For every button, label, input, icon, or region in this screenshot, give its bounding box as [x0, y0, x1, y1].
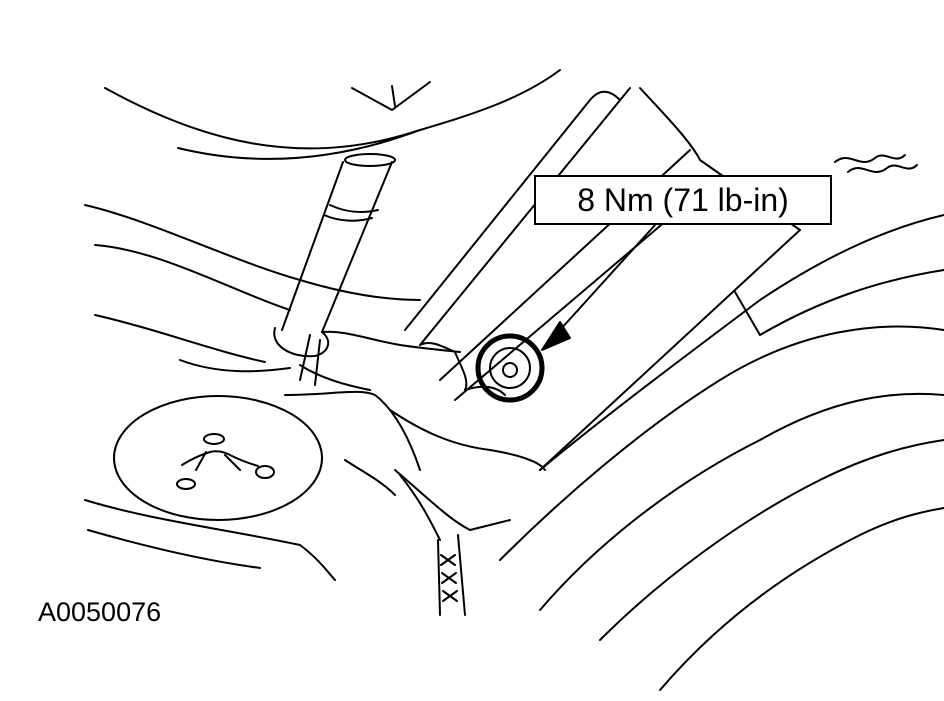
rod-band: [329, 204, 379, 214]
leader-arrowhead: [541, 321, 571, 351]
upper-panel-curve-2: [177, 129, 421, 161]
contour-right-1: [539, 214, 944, 471]
torque-callout: 8 Nm (71 lb-in): [534, 175, 832, 225]
contour-bottom-3: [344, 459, 396, 496]
rod-right-edge: [321, 161, 393, 333]
housing-top-edge: [404, 90, 621, 331]
bracket-edge: [299, 334, 311, 381]
contour-left-3: [94, 314, 266, 363]
contour-right-7: [659, 507, 944, 691]
top-notch: [351, 81, 431, 111]
housing-base: [399, 474, 441, 541]
contour-right-3: [759, 269, 944, 336]
rod-foot: [273, 327, 330, 358]
detail-clip: [181, 450, 259, 471]
figure-id-label: A0050076: [38, 597, 162, 627]
bracket-edge-2: [314, 339, 321, 386]
rod-top-cap: [344, 153, 396, 167]
break-mark: [834, 154, 906, 163]
rod-left-edge: [281, 161, 344, 331]
upper-panel-curve: [104, 69, 561, 150]
bolt-outer-ring: [475, 333, 545, 403]
detail-hole-2: [176, 478, 196, 490]
torque-spec-label: 8 Nm (71 lb-in): [577, 181, 789, 218]
cable-left: [437, 539, 441, 616]
housing-bottom: [389, 409, 546, 471]
contour-right-2: [734, 291, 761, 336]
bracket-body: [284, 390, 421, 471]
contour-right-5: [539, 392, 944, 611]
leader-line: [559, 224, 656, 331]
contour-left-4: [179, 359, 291, 373]
detail-hole-1: [203, 433, 225, 445]
contour-left-2: [94, 244, 291, 311]
cable-hatch: [440, 554, 458, 602]
contour-right-4: [499, 325, 944, 561]
contour-right-6: [599, 439, 944, 641]
housing-right-edge: [539, 87, 801, 471]
break-mark-2: [847, 164, 918, 173]
bolt-center: [502, 362, 518, 378]
rod-band-2: [323, 214, 373, 222]
cable-right: [457, 534, 466, 616]
detail-circle: [113, 395, 323, 521]
detail-hole-3: [255, 465, 275, 479]
housing-step: [419, 342, 468, 391]
bracket-lower: [299, 364, 371, 391]
housing-top-edge-2: [419, 87, 631, 346]
contour-bottom-2: [87, 529, 261, 569]
contour-bottom-1: [84, 499, 336, 581]
contour-left-1: [84, 204, 421, 301]
bolt-head: [489, 347, 531, 389]
bracket-upper: [321, 330, 461, 353]
top-notch-tick: [391, 85, 396, 107]
housing-bottom-2: [394, 469, 511, 531]
